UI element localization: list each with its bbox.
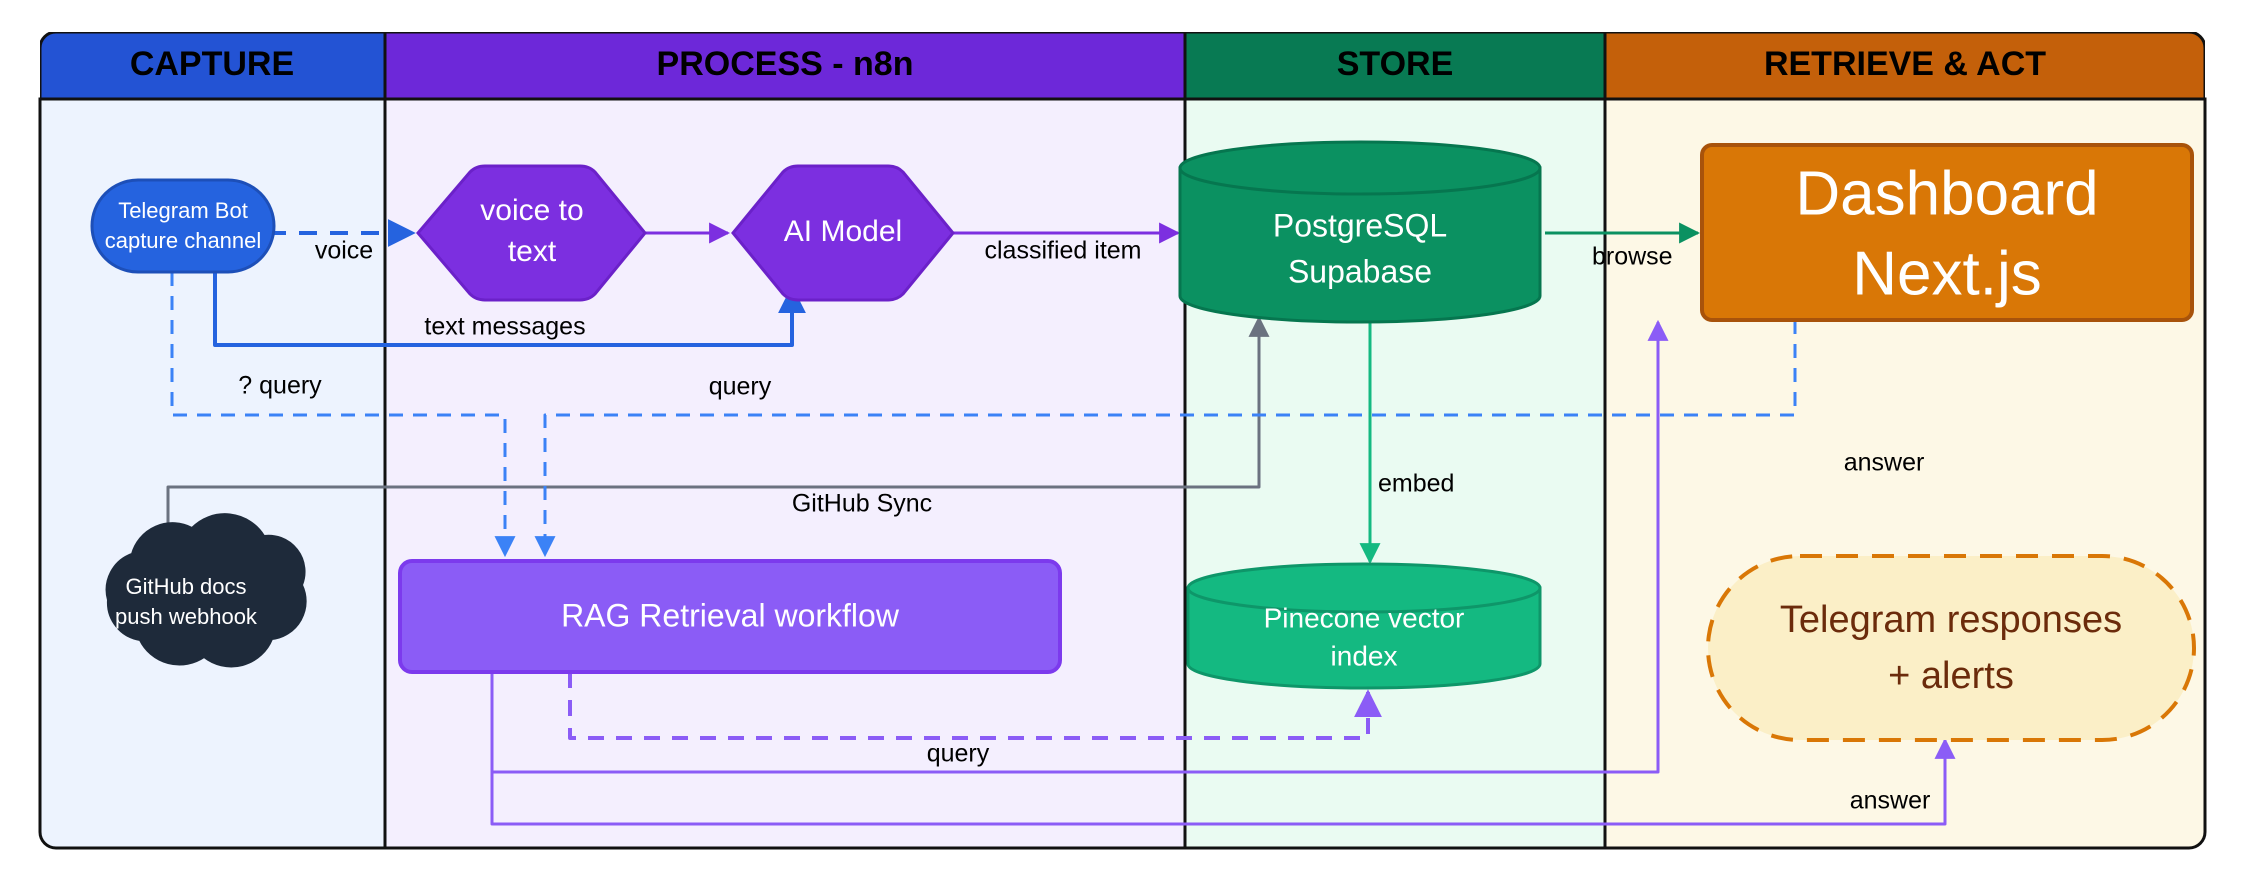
lane-header-retrieve[interactable] bbox=[1605, 32, 2205, 99]
lane-title-store: STORE bbox=[1337, 45, 1454, 83]
edge-label-embed: embed bbox=[1378, 470, 1454, 498]
lane-title-process: PROCESS - n8n bbox=[657, 45, 914, 83]
node-telegram-bot[interactable]: Telegram Bot capture channel bbox=[90, 178, 276, 274]
telegram-alerts-shape[interactable] bbox=[1706, 554, 2196, 742]
rag-workflow-label: RAG Retrieval workflow bbox=[561, 597, 900, 633]
lane-header-capture[interactable] bbox=[40, 32, 385, 99]
edge-label-rag-answer-telegram: answer bbox=[1850, 787, 1931, 815]
github-cloud-shape[interactable] bbox=[105, 513, 307, 668]
lane-body-capture bbox=[38, 97, 387, 850]
postgres-label-line2: Supabase bbox=[1288, 253, 1432, 289]
ai-model-label: AI Model bbox=[784, 215, 902, 248]
github-cloud-label-line1: GitHub docs bbox=[125, 574, 246, 599]
telegram-alerts-label-line1: Telegram responses bbox=[1780, 599, 2122, 641]
edge-label-rag-answer-dashboard: answer bbox=[1844, 449, 1925, 477]
node-voice-to-text[interactable]: voice to text bbox=[416, 164, 647, 302]
edge-label-question-query: ? query bbox=[238, 372, 322, 400]
edge-label-github-sync: GitHub Sync bbox=[792, 490, 932, 518]
edge-dashboard-query bbox=[534, 320, 1797, 558]
edge-rag-answer-telegram bbox=[490, 672, 1956, 826]
ai-model-shape[interactable] bbox=[731, 164, 955, 302]
node-telegram-alerts[interactable]: Telegram responses + alerts bbox=[1706, 554, 2196, 742]
lane-headers: CAPTURE PROCESS - n8n STORE RETRIEVE & A… bbox=[40, 32, 2205, 99]
postgres-cylinder-body[interactable] bbox=[1178, 166, 1542, 324]
edge-label-text-messages: text messages bbox=[424, 313, 585, 341]
edge-label-browse: browse bbox=[1592, 243, 1673, 271]
dashboard-label-line2: Next.js bbox=[1852, 239, 2041, 308]
pinecone-label-line1: Pinecone vector bbox=[1264, 602, 1465, 633]
voice-to-text-label-line2: text bbox=[508, 235, 557, 268]
lane-title-retrieve: RETRIEVE & ACT bbox=[1764, 45, 2046, 83]
edge-rag-query-pinecone bbox=[568, 672, 1382, 740]
telegram-alerts-label-line2: + alerts bbox=[1888, 655, 2014, 697]
edge-label-rag-query-pinecone: query bbox=[927, 740, 990, 768]
telegram-bot-label-line2: capture channel bbox=[105, 228, 262, 253]
dashboard-shape[interactable] bbox=[1700, 143, 2194, 322]
node-github-cloud[interactable]: GitHub docs push webhook bbox=[105, 513, 307, 668]
pinecone-label-line2: index bbox=[1331, 640, 1398, 671]
node-ai-model[interactable]: AI Model bbox=[731, 164, 955, 302]
lane-header-store[interactable] bbox=[1185, 32, 1605, 99]
postgres-cylinder-top bbox=[1178, 140, 1542, 196]
telegram-bot-label-line1: Telegram Bot bbox=[118, 198, 248, 223]
lane-title-capture: CAPTURE bbox=[130, 45, 294, 83]
pinecone-cylinder-body[interactable] bbox=[1186, 586, 1542, 690]
node-postgres-supabase[interactable]: PostgreSQL Supabase bbox=[1178, 140, 1542, 324]
voice-to-text-shape[interactable] bbox=[416, 164, 647, 302]
github-cloud-label-line2: push webhook bbox=[115, 604, 258, 629]
edge-labels: voice text messages classified item brow… bbox=[238, 237, 1930, 815]
node-pinecone-index[interactable]: Pinecone vector index bbox=[1186, 562, 1542, 690]
node-rag-workflow[interactable]: RAG Retrieval workflow bbox=[398, 559, 1062, 674]
edge-label-classified-item: classified item bbox=[985, 237, 1142, 265]
node-dashboard-nextjs[interactable]: Dashboard Next.js bbox=[1700, 143, 2194, 322]
postgres-label-line1: PostgreSQL bbox=[1273, 207, 1447, 243]
telegram-bot-shape[interactable] bbox=[90, 178, 276, 274]
pinecone-cylinder-top bbox=[1186, 562, 1542, 614]
edge-label-voice: voice bbox=[315, 237, 373, 265]
rag-workflow-shape[interactable] bbox=[398, 559, 1062, 674]
lane-header-process[interactable] bbox=[385, 32, 1185, 99]
voice-to-text-label-line1: voice to bbox=[480, 194, 583, 227]
edge-label-dashboard-query: query bbox=[709, 373, 772, 401]
dashboard-label-line1: Dashboard bbox=[1795, 159, 2098, 228]
edge-text-messages bbox=[213, 272, 806, 347]
